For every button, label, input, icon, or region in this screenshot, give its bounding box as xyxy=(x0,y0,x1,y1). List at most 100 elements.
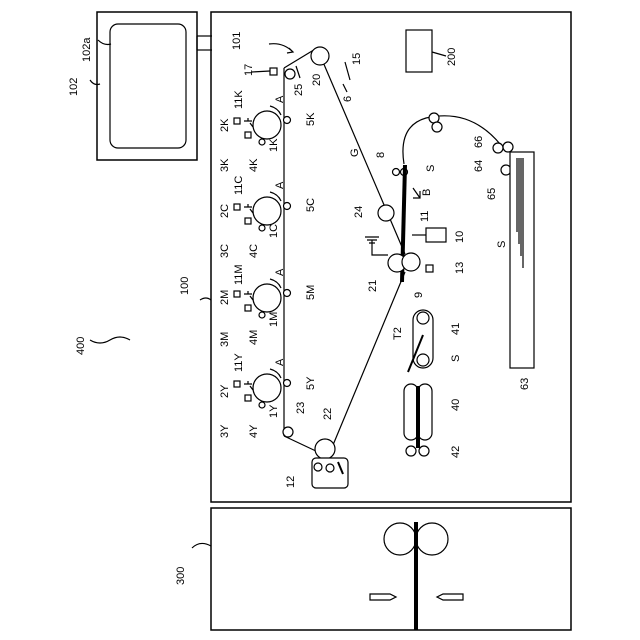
developer-4M xyxy=(259,312,265,318)
drum-1Y xyxy=(253,374,281,402)
label-S-transfer: S xyxy=(425,165,437,172)
label-102a: 102a xyxy=(81,37,93,62)
roller-300a xyxy=(384,523,416,555)
roller-24 xyxy=(378,205,394,221)
unit-300-internals xyxy=(370,522,463,630)
exposure-3C xyxy=(234,204,240,210)
developer-4C xyxy=(259,225,265,231)
arrow-right-300 xyxy=(437,594,463,600)
roller-42b xyxy=(419,446,429,456)
label-3C: 3C xyxy=(219,244,231,258)
label-A-Y: A xyxy=(274,358,286,366)
label-5K: 5K xyxy=(305,112,317,126)
roller-9 xyxy=(402,253,420,271)
controller-200 xyxy=(406,30,432,72)
label-12: 12 xyxy=(285,476,297,488)
label-4C: 4C xyxy=(248,244,260,258)
drum-1M xyxy=(253,284,281,312)
power-supply-10 xyxy=(426,228,446,242)
label-2C: 2C xyxy=(219,204,231,218)
roller-20 xyxy=(311,47,329,65)
label-17: 17 xyxy=(243,64,255,76)
fixing-belt-40b xyxy=(418,384,432,440)
label-9: 9 xyxy=(413,292,425,298)
roller-5M xyxy=(284,290,291,297)
label-24: 24 xyxy=(353,206,365,218)
label-B: B xyxy=(421,189,433,196)
label-102: 102 xyxy=(68,78,80,96)
label-1K: 1K xyxy=(268,138,280,152)
label-63: 63 xyxy=(519,378,531,390)
roller-66 xyxy=(493,143,503,153)
label-A-M: A xyxy=(274,268,286,276)
label-64: 64 xyxy=(473,160,485,172)
roller-5C xyxy=(284,203,291,210)
roller-5Y xyxy=(284,380,291,387)
monitor-102 xyxy=(97,12,212,160)
label-11K: 11K xyxy=(233,90,245,109)
roller-8 xyxy=(393,169,400,176)
station-K xyxy=(234,106,291,145)
label-4M: 4M xyxy=(248,330,260,345)
arrow-left-300 xyxy=(370,594,396,600)
label-11C: 11C xyxy=(233,176,245,195)
label-200: 200 xyxy=(446,48,458,66)
label-5M: 5M xyxy=(305,285,317,300)
secondary-transfer xyxy=(365,165,446,282)
transfer-belt xyxy=(269,44,405,459)
cleaner-2K xyxy=(245,132,251,138)
sensor-13 xyxy=(426,265,433,272)
label-1M: 1M xyxy=(268,312,280,327)
label-100: 100 xyxy=(179,277,191,295)
label-2M: 2M xyxy=(219,290,231,305)
label-A-K: A xyxy=(274,95,286,103)
cleaner-2Y xyxy=(245,395,251,401)
label-5C: 5C xyxy=(305,198,317,212)
fixing-section xyxy=(404,310,433,456)
label-A-C: A xyxy=(274,181,286,189)
drum-1K xyxy=(253,111,281,139)
label-3K: 3K xyxy=(219,158,231,172)
roller-64 xyxy=(503,142,513,152)
label-6: 6 xyxy=(342,96,354,102)
feed-roller-b xyxy=(432,122,442,132)
exposure-3K xyxy=(234,118,240,124)
label-25: 25 xyxy=(293,84,305,96)
roller-42a xyxy=(406,446,416,456)
label-S-fix: S xyxy=(450,355,462,362)
label-1Y: 1Y xyxy=(268,404,280,418)
label-4Y: 4Y xyxy=(248,424,260,438)
label-2Y: 2Y xyxy=(219,384,231,398)
label-T2: T2 xyxy=(392,327,404,340)
label-21: 21 xyxy=(367,280,379,292)
developer-4K xyxy=(259,139,265,145)
label-66: 66 xyxy=(473,136,485,148)
fixing-belt-40a xyxy=(404,384,418,440)
drum-1C xyxy=(253,197,281,225)
label-23: 23 xyxy=(295,402,307,414)
label-2K: 2K xyxy=(219,118,231,132)
roller-22 xyxy=(315,439,335,459)
belt-cleaner-12 xyxy=(312,458,348,488)
label-8: 8 xyxy=(375,152,387,158)
label-3M: 3M xyxy=(219,332,231,347)
roller-23 xyxy=(283,427,293,437)
cleaner-2M xyxy=(245,305,251,311)
label-3Y: 3Y xyxy=(219,424,231,438)
sensor-17 xyxy=(270,68,277,75)
label-41: 41 xyxy=(450,323,462,335)
label-G: G xyxy=(349,148,361,157)
label-300: 300 xyxy=(175,567,187,585)
label-10: 10 xyxy=(454,231,466,243)
exposure-3Y xyxy=(234,381,240,387)
label-42: 42 xyxy=(450,446,462,458)
paper-tray-63 xyxy=(510,152,534,368)
label-5Y: 5Y xyxy=(305,376,317,390)
label-4K: 4K xyxy=(248,158,260,172)
label-15: 15 xyxy=(351,53,363,65)
label-65: 65 xyxy=(486,188,498,200)
label-40: 40 xyxy=(450,399,462,411)
label-400: 400 xyxy=(75,337,87,355)
